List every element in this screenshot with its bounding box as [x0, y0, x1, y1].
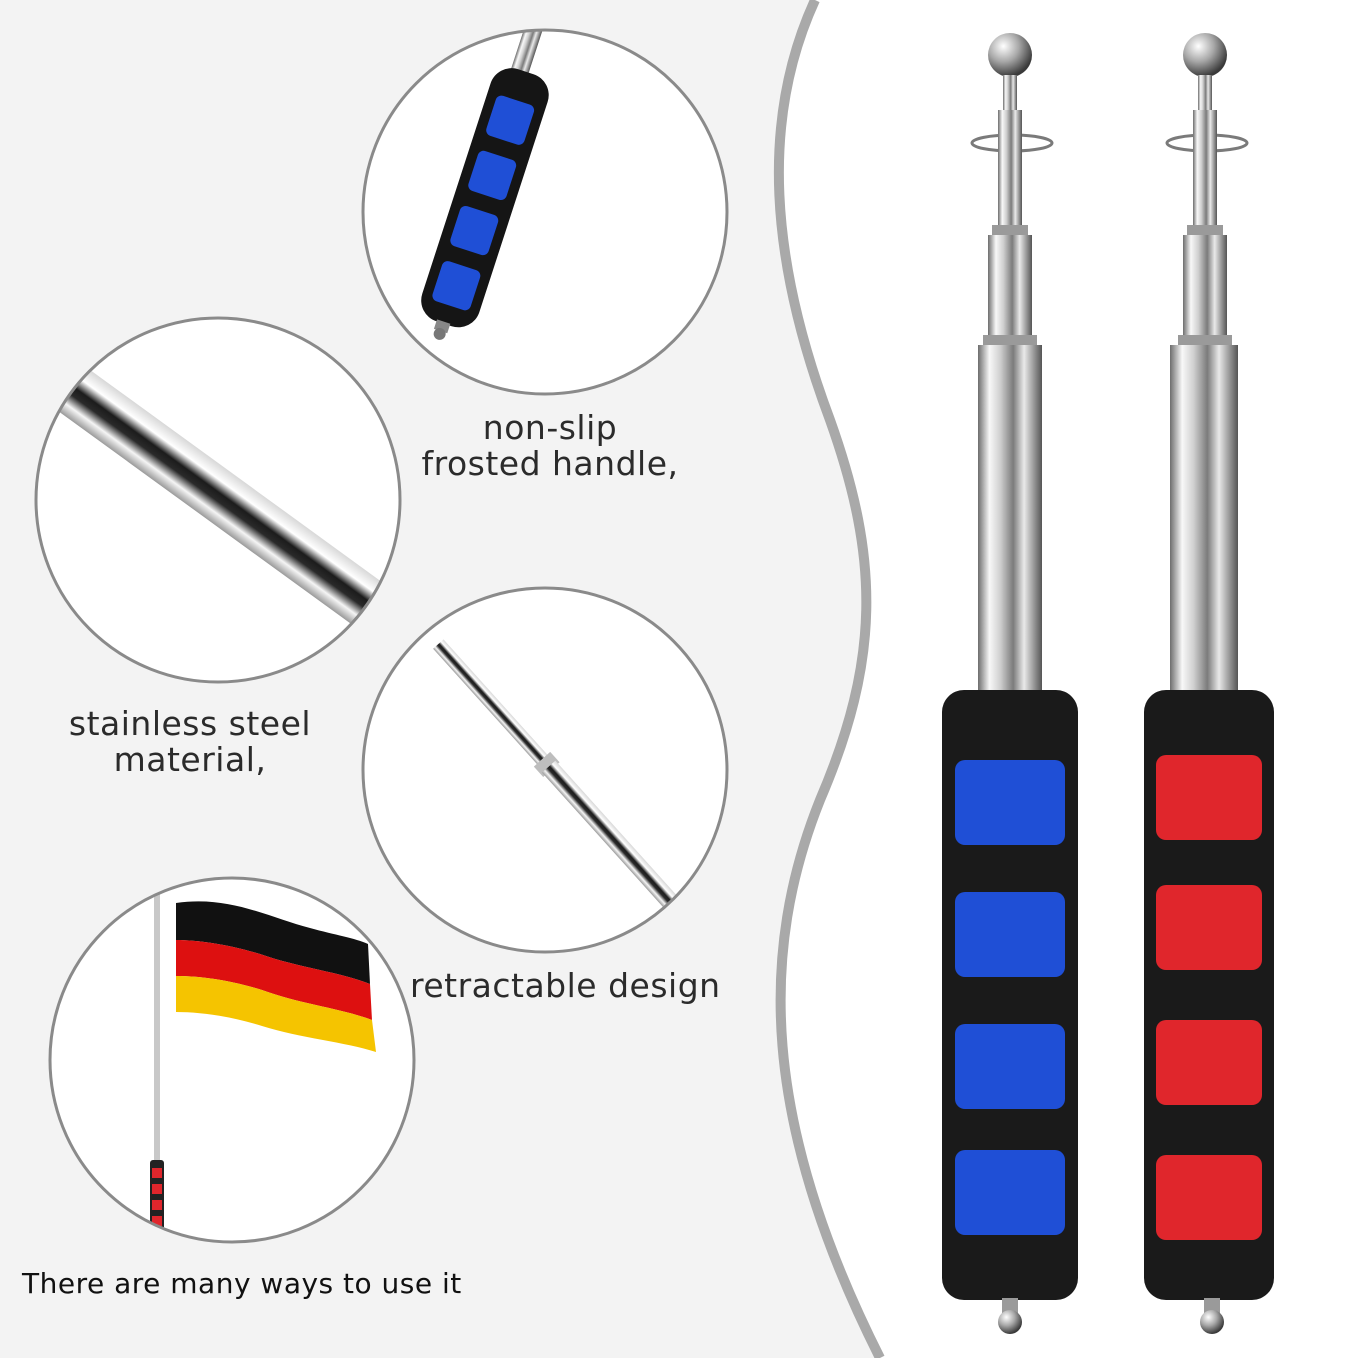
handle-caption-line2: frosted handle,	[421, 444, 679, 483]
handle-caption-line1: non-slip	[482, 408, 618, 447]
red-grip-pointer	[1144, 33, 1274, 1334]
flag-usage-circle	[48, 876, 416, 1244]
wave-border	[773, 0, 885, 1358]
steel-caption: stainless steel material,	[40, 706, 340, 778]
retract-caption: retractable design	[410, 968, 720, 1004]
steel-caption-line1: stainless steel	[68, 704, 312, 743]
german-flag	[176, 901, 376, 1052]
uses-caption-line1: There are many ways to use it	[22, 1267, 462, 1300]
retractable-detail-circle	[361, 586, 729, 954]
uses-caption: There are many ways to use it	[22, 1266, 462, 1302]
blue-grip-pointer	[942, 33, 1078, 1334]
handle-caption: non-slip frosted handle,	[400, 410, 700, 482]
handle-detail-circle	[361, 28, 729, 396]
steel-caption-line2: material,	[113, 740, 267, 779]
retract-caption-line1: retractable design	[410, 966, 721, 1005]
steel-detail-circle	[34, 316, 402, 684]
